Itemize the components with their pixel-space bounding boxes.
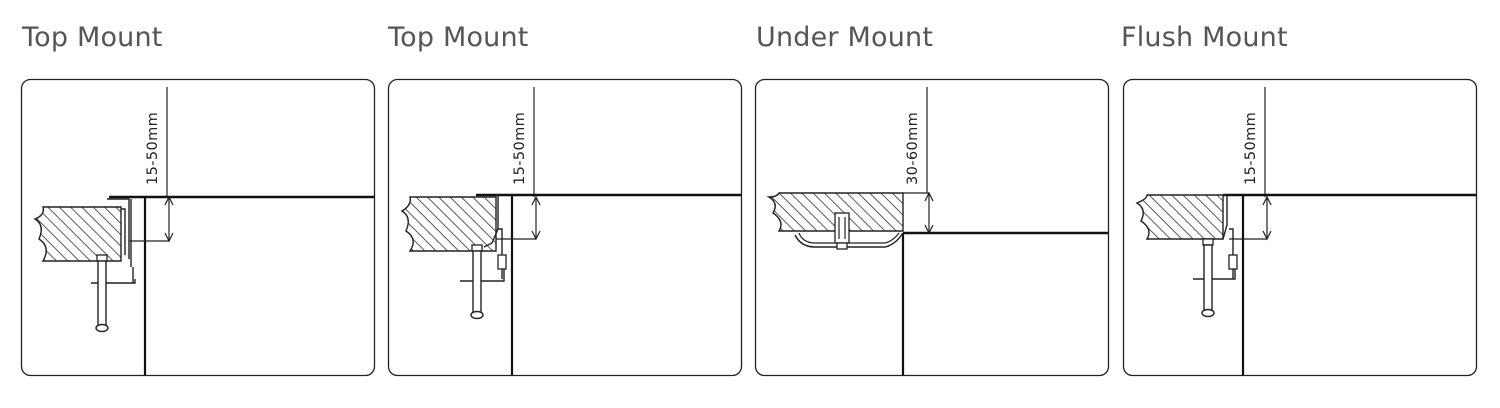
dimension-label: 30-60mm — [905, 112, 921, 185]
diagram-panel-under-mount: 30-60mm — [754, 78, 1110, 377]
panel-title-top-mount-1: Top Mount — [22, 22, 163, 53]
countertop-section — [33, 206, 122, 262]
dimension-label: 15-50mm — [1243, 112, 1259, 185]
diagram-panel-top-mount-1: 15-50mm — [20, 78, 376, 377]
countertop-section — [766, 192, 904, 232]
sink-flange — [107, 198, 130, 259]
panel-title-top-mount-2: Top Mount — [388, 22, 529, 53]
panel-title-under-mount: Under Mount — [756, 22, 934, 53]
mounting-screw-icon — [472, 250, 482, 314]
dimension-label: 15-50mm — [512, 112, 528, 185]
diagram-panel-top-mount-2: 15-50mm — [387, 78, 743, 377]
dimension-label: 15-50mm — [145, 112, 161, 185]
panel-frame — [20, 78, 376, 377]
diagram-panel-flush-mount: 15-50mm — [1122, 78, 1478, 377]
under-mount-bracket — [794, 232, 904, 248]
countertop-section — [400, 196, 497, 252]
mounting-screw-icon — [97, 260, 107, 328]
mounting-screw-icon — [1203, 244, 1213, 312]
sink-flange — [1222, 194, 1228, 240]
panel-title-flush-mount: Flush Mount — [1121, 22, 1288, 53]
mounting-screw-icon — [834, 212, 850, 244]
countertop-section — [1135, 194, 1224, 240]
mounting-clip — [121, 208, 126, 255]
